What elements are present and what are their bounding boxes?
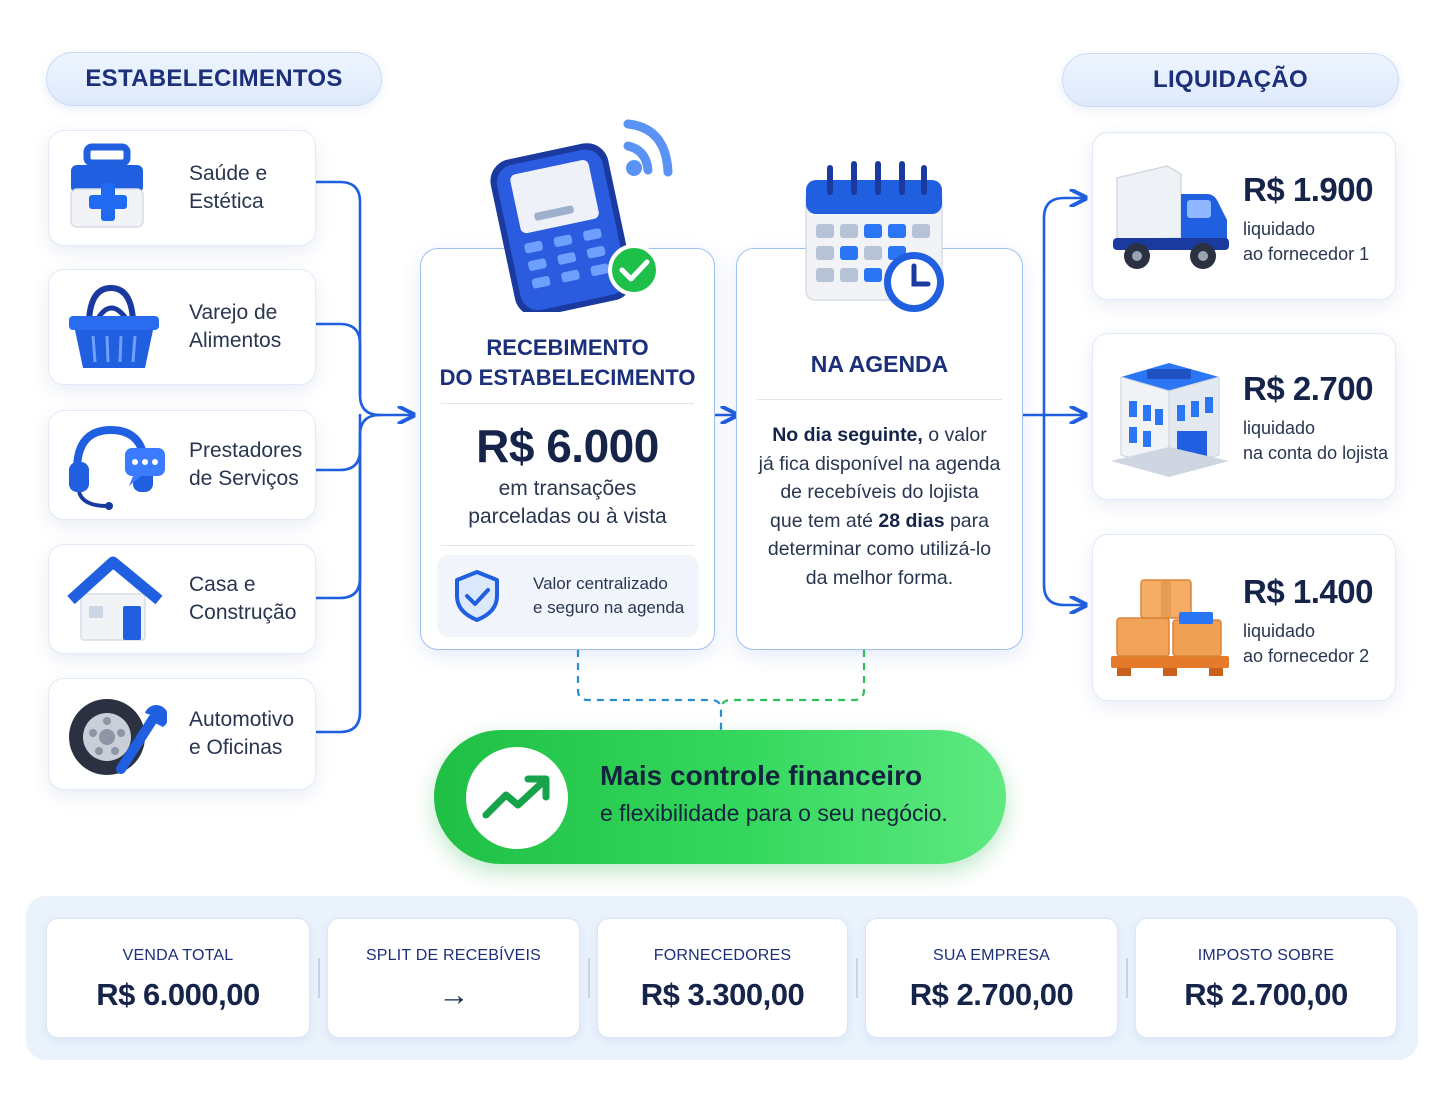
- boxes-pallet-icon: [1111, 578, 1229, 676]
- receipt-divider-2: [441, 545, 694, 546]
- stat-tax: IMPOSTO SOBRE R$ 2.700,00: [1135, 918, 1397, 1038]
- stat-separator: [318, 958, 320, 998]
- dashed-link-receipt: [576, 650, 723, 730]
- stat-label: SPLIT DE RECEBÍVEIS: [365, 947, 542, 964]
- category-card-health[interactable]: Saúde e Estética: [48, 130, 316, 246]
- connector-cat-2: [314, 322, 362, 397]
- house-icon: [67, 556, 163, 641]
- stat-value: R$ 2.700,00: [1184, 977, 1348, 1012]
- settlement-amount: R$ 1.900: [1243, 171, 1373, 208]
- receipt-note: Valor centralizado e seguro na agenda: [533, 574, 685, 617]
- agenda-text-part: para determinar como utilizá-lo da melho…: [767, 509, 992, 589]
- shield-check-icon: [455, 570, 499, 622]
- header-settlement: LIQUIDAÇÃO: [1062, 53, 1399, 107]
- connector-cat-3: [314, 413, 362, 472]
- agenda-title: NA AGENDA: [810, 351, 949, 377]
- card-terminal-icon: [490, 119, 673, 312]
- agenda-card: NA AGENDA No dia seguinte, o valor já fi…: [736, 248, 1023, 650]
- receipt-note-box: Valor centralizado e seguro na agenda: [437, 555, 699, 637]
- stat-label: IMPOSTO SOBRE: [1197, 947, 1335, 964]
- category-card-food-retail[interactable]: Varejo de Alimentos: [48, 269, 316, 385]
- arrow-to-settlement-3: [1042, 413, 1084, 605]
- category-label: Prestadores de Serviços: [189, 439, 303, 490]
- stat-value: R$ 2.700,00: [909, 977, 1074, 1012]
- calendar-clock-icon: [805, 161, 944, 312]
- settlement-description: liquidado ao fornecedor 2: [1243, 621, 1370, 666]
- headset-icon: [69, 425, 165, 510]
- shopping-basket-icon: [69, 284, 159, 368]
- category-label: Casa e Construção: [189, 573, 297, 624]
- stat-label: VENDA TOTAL: [122, 947, 234, 964]
- settlement-card-merchant[interactable]: R$ 2.700 liquidado na conta do lojista: [1092, 333, 1396, 500]
- agenda-text: No dia seguinte, o valor já fica disponí…: [737, 421, 1022, 592]
- agenda-text-highlight: No dia seguinte,: [772, 424, 923, 446]
- receipt-card: RECEBIMENTO DO ESTABELECIMENTO R$ 6.000 …: [420, 248, 715, 650]
- stat-suppliers: FORNECEDORES R$ 3.300,00: [597, 918, 848, 1038]
- stat-receivables-split: SPLIT DE RECEBÍVEIS →: [327, 918, 580, 1038]
- settlement-card-supplier-1[interactable]: R$ 1.900 liquidado ao fornecedor 1: [1092, 132, 1396, 300]
- stat-value: R$ 3.300,00: [640, 977, 805, 1012]
- settlement-amount: R$ 1.400: [1243, 573, 1373, 610]
- settlement-description: liquidado ao fornecedor 1: [1243, 219, 1370, 264]
- category-card-automotive[interactable]: Automotivo e Oficinas: [48, 678, 316, 790]
- banner-subtitle: e flexibilidade para o seu negócio.: [600, 800, 948, 826]
- dashed-link-agenda: [719, 650, 866, 711]
- header-establishments: ESTABELECIMENTOS: [46, 52, 382, 106]
- receipt-description: em transações parceladas ou à vista: [468, 477, 667, 528]
- category-label: Automotivo e Oficinas: [189, 708, 295, 759]
- stat-total-sale: VENDA TOTAL R$ 6.000,00: [46, 918, 310, 1038]
- receipt-amount: R$ 6.000: [476, 420, 659, 472]
- stat-value: R$ 6.000,00: [96, 977, 260, 1012]
- settlement-description: liquidado na conta do lojista: [1243, 418, 1389, 463]
- stat-separator: [588, 958, 590, 998]
- connector-cat-4: [314, 433, 362, 600]
- arrow-to-settlement-1: [1042, 198, 1084, 417]
- stat-label: FORNECEDORES: [653, 947, 792, 964]
- trend-up-icon: [482, 775, 550, 819]
- stat-your-company: SUA EMPRESA R$ 2.700,00: [865, 918, 1118, 1038]
- banner-title: Mais controle financeiro: [600, 760, 923, 791]
- category-label: Saúde e Estética: [189, 162, 268, 213]
- medical-kit-icon: [70, 143, 144, 228]
- trend-badge: [466, 747, 568, 849]
- stat-separator: [1126, 958, 1128, 998]
- truck-icon: [1113, 165, 1229, 269]
- agenda-text-days: 28 dias: [878, 509, 945, 532]
- split-arrow-icon: →: [438, 977, 469, 1012]
- agenda-text-part: o valor já fica disponível na agenda de …: [758, 424, 1001, 532]
- receipt-divider: [441, 403, 694, 404]
- category-card-home-construction[interactable]: Casa e Construção: [48, 544, 316, 654]
- building-icon: [1111, 362, 1229, 477]
- agenda-divider: [757, 399, 1002, 400]
- connector-cat-1: [314, 180, 382, 417]
- stat-separator: [856, 958, 858, 998]
- connector-cat-5: [314, 413, 382, 734]
- tire-wrench-icon: [69, 699, 167, 775]
- category-label: Varejo de Alimentos: [189, 301, 282, 352]
- settlement-amount: R$ 2.700: [1243, 370, 1373, 407]
- settlement-card-supplier-2[interactable]: R$ 1.400 liquidado ao fornecedor 2: [1092, 534, 1396, 701]
- category-card-services[interactable]: Prestadores de Serviços: [48, 410, 316, 520]
- financial-control-banner: Mais controle financeiro e flexibilidade…: [434, 730, 1006, 864]
- receipt-title: RECEBIMENTO DO ESTABELECIMENTO: [439, 335, 696, 390]
- stat-label: SUA EMPRESA: [933, 947, 1050, 964]
